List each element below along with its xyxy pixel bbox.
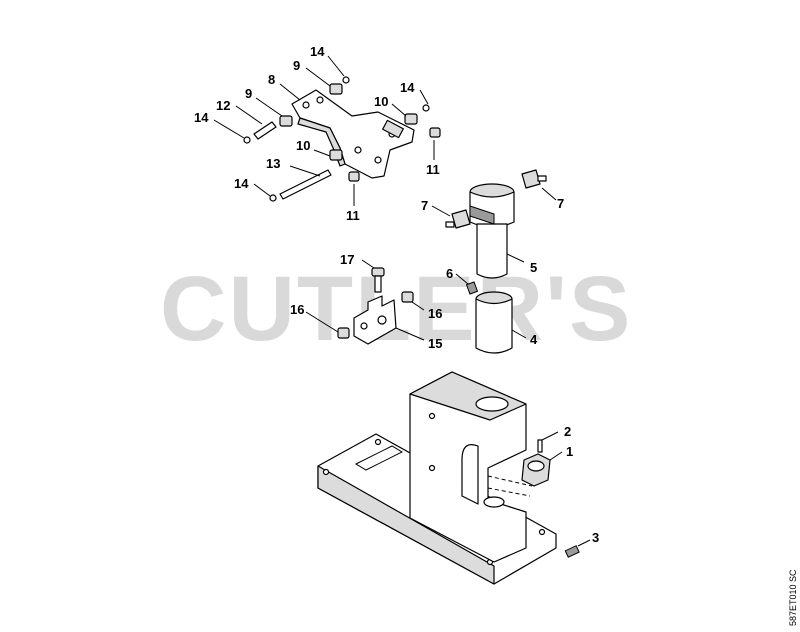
callout-9-top: 9	[293, 58, 300, 73]
part-4-sleeve	[475, 291, 513, 354]
callout-3: 3	[592, 530, 599, 545]
callout-labels: 14 9 8 14 9 12 10 14 10 11 13 10 14 11 7…	[194, 44, 599, 545]
callout-11-left: 11	[346, 208, 360, 223]
watermark-text: CUTLER'S	[160, 258, 632, 360]
callout-14-left: 14	[194, 110, 209, 125]
callout-7-right: 7	[557, 196, 564, 211]
clip-14-a	[342, 76, 350, 84]
bushing-16-left	[337, 327, 350, 339]
part-8-lever	[291, 89, 415, 179]
callout-12: 12	[216, 98, 230, 113]
clip-14-c	[243, 136, 251, 144]
pin-13	[279, 169, 332, 200]
alignment-dashes	[487, 475, 533, 497]
callout-10-right: 10	[374, 94, 388, 109]
callout-5: 5	[530, 260, 537, 275]
part-2-pin	[537, 439, 543, 453]
base-frame-assembly	[317, 371, 557, 585]
part-7-screws	[445, 169, 547, 229]
callout-16-right: 16	[428, 306, 442, 321]
part-6-screw	[465, 281, 479, 295]
callout-15: 15	[428, 336, 442, 351]
callout-14-right: 14	[400, 80, 415, 95]
clip-parts	[243, 76, 430, 202]
callout-4: 4	[530, 332, 538, 347]
leader-lines	[213, 55, 591, 547]
clip-14-d	[269, 194, 277, 202]
part-3-set-screw	[564, 545, 580, 558]
part-15-bracket	[353, 295, 397, 345]
callout-11-right: 11	[426, 162, 440, 177]
callout-16-left: 16	[290, 302, 304, 317]
callout-1: 1	[566, 444, 573, 459]
drawing-code: 587ET010 SC	[788, 569, 798, 626]
pin-parts	[253, 121, 332, 200]
callout-13: 13	[266, 156, 280, 171]
bushing-9-top	[329, 83, 343, 95]
bushing-parts	[279, 83, 441, 182]
bushing-10-right	[404, 113, 418, 125]
bushing-9-left	[279, 115, 293, 127]
bushing-16-right	[401, 291, 414, 303]
callout-17: 17	[340, 252, 354, 267]
clip-14-b	[422, 104, 430, 112]
part-17-bolt	[371, 267, 385, 293]
callout-2: 2	[564, 424, 571, 439]
pin-12	[253, 121, 277, 140]
part-5-ram	[469, 183, 515, 279]
part-1-guide	[521, 453, 551, 487]
bushing-11-left	[348, 171, 360, 182]
callout-14-top: 14	[310, 44, 325, 59]
callout-10-left: 10	[296, 138, 310, 153]
callout-7-left: 7	[421, 198, 428, 213]
bushing-10-left	[329, 149, 343, 161]
callout-6: 6	[446, 266, 453, 281]
bushing-11-right	[429, 127, 441, 138]
callout-14-bottom: 14	[234, 176, 249, 191]
callout-8: 8	[268, 72, 275, 87]
callout-9-left: 9	[245, 86, 252, 101]
